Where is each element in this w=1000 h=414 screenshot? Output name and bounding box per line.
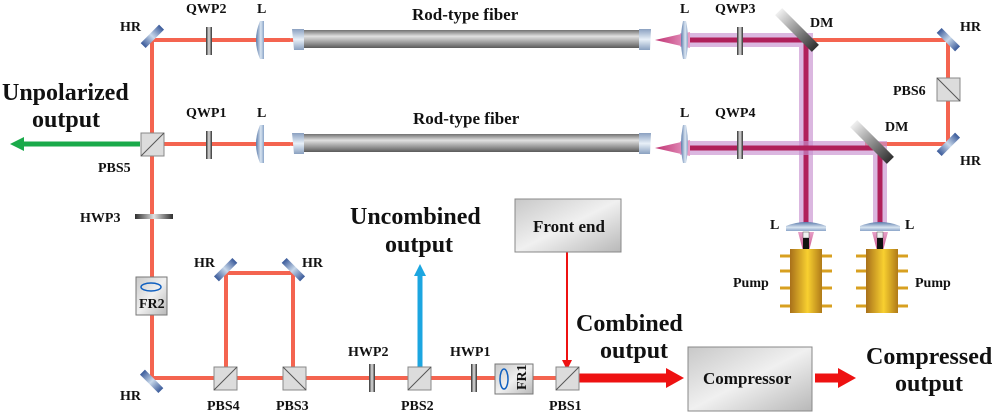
label-pump-left: Pump xyxy=(733,276,769,291)
lens-pump-right xyxy=(860,222,900,231)
label-compressor: Compressor xyxy=(703,369,792,388)
hr-mirror-top-right xyxy=(936,27,961,52)
hr-mirror-bottom-left xyxy=(139,369,164,394)
rotation-icon xyxy=(140,282,162,292)
label-pbs2: PBS2 xyxy=(401,399,434,414)
label-uncombined-output-2: output xyxy=(385,232,453,258)
label-lens-mid-left: L xyxy=(257,106,266,121)
uncombined-arrowhead xyxy=(414,264,426,276)
label-hr-right-lower: HR xyxy=(960,154,982,169)
label-fr2: FR2 xyxy=(139,297,165,312)
label-pbs6: PBS6 xyxy=(893,84,926,99)
pbs1 xyxy=(555,366,580,391)
rod-fiber-bottom xyxy=(292,133,651,154)
pbs6 xyxy=(936,77,961,102)
label-qwp2: QWP2 xyxy=(186,2,226,17)
label-fr1: FR1 xyxy=(515,364,530,390)
hwp3 xyxy=(135,214,173,219)
pbs3 xyxy=(282,366,307,391)
hr-mirror-top-left xyxy=(140,24,165,49)
label-pbs1: PBS1 xyxy=(549,399,582,414)
faraday-rotator-fr1 xyxy=(494,363,534,395)
lens-top-right xyxy=(681,21,688,59)
label-lens-pump-left: L xyxy=(770,218,779,233)
label-uncombined-output-1: Uncombined xyxy=(350,204,481,230)
label-lens-pump-right: L xyxy=(905,218,914,233)
output-arrows xyxy=(10,137,856,388)
label-qwp1: QWP1 xyxy=(186,106,226,121)
label-dm-top: DM xyxy=(810,16,833,31)
qwp3 xyxy=(737,27,743,55)
label-compressed-output-2: output xyxy=(895,371,963,397)
label-hr-loop-right: HR xyxy=(302,256,324,271)
qwp2 xyxy=(206,27,212,55)
label-compressed-output-1: Compressed xyxy=(866,344,993,370)
label-pbs5: PBS5 xyxy=(98,161,131,176)
lens-pump-left xyxy=(786,222,826,231)
beam-front-end-arrowhead xyxy=(562,360,572,370)
label-front-end: Front end xyxy=(533,217,605,236)
beam-focus-mid-left xyxy=(262,142,294,146)
dichroic-mirror-top xyxy=(775,8,819,52)
compressor-box xyxy=(687,346,813,412)
hwp1 xyxy=(471,364,477,392)
label-dm-bottom: DM xyxy=(885,120,908,135)
pump-right xyxy=(856,231,908,313)
label-pump-right: Pump xyxy=(915,276,951,291)
label-combined-output-2: output xyxy=(600,338,668,364)
pbs5 xyxy=(140,132,165,157)
hr-mirror-loop-left xyxy=(213,257,238,282)
qwp1 xyxy=(206,131,212,159)
faraday-rotator-fr2 xyxy=(135,276,168,316)
dichroic-mirror-bottom xyxy=(850,120,894,164)
label-pbs4: PBS4 xyxy=(207,399,240,414)
beam-focus-top-left xyxy=(262,38,294,42)
label-pbs3: PBS3 xyxy=(276,399,309,414)
label-hwp3: HWP3 xyxy=(80,211,120,226)
pbs2 xyxy=(407,366,432,391)
label-hwp2: HWP2 xyxy=(348,345,388,360)
rod-fiber-top xyxy=(292,29,651,50)
label-qwp4: QWP4 xyxy=(715,106,755,121)
label-lens-top-right: L xyxy=(680,2,689,17)
pump-left xyxy=(780,231,832,313)
hwp2 xyxy=(369,364,375,392)
label-unpolarized-output-2: output xyxy=(32,107,100,133)
lens-top-left xyxy=(256,21,264,59)
beam-delay-loop xyxy=(224,271,295,378)
unpolarized-arrowhead xyxy=(10,137,24,151)
label-rod-fiber-top: Rod-type fiber xyxy=(412,5,519,24)
label-hr-bottom-left: HR xyxy=(120,389,142,404)
hr-mirror-loop-right xyxy=(281,257,306,282)
combined-arrowhead xyxy=(666,368,684,388)
label-lens-top-left: L xyxy=(257,2,266,17)
label-unpolarized-output-1: Unpolarized xyxy=(2,80,129,106)
rotation-icon xyxy=(499,368,509,390)
hr-mirror-right-lower xyxy=(936,132,961,157)
lens-mid-left xyxy=(256,125,264,163)
qwp4 xyxy=(737,131,743,159)
beam-right-loop xyxy=(800,38,950,146)
compressed-arrowhead xyxy=(838,368,856,388)
pbs4 xyxy=(213,366,238,391)
label-rod-fiber-bottom: Rod-type fiber xyxy=(413,109,520,128)
front-end-box xyxy=(514,198,622,253)
label-hwp1: HWP1 xyxy=(450,345,490,360)
label-hr-loop-left: HR xyxy=(194,256,216,271)
label-combined-output-1: Combined xyxy=(576,311,683,337)
label-lens-mid-right: L xyxy=(680,106,689,121)
label-hr-top-right: HR xyxy=(960,20,982,35)
lens-mid-right xyxy=(681,125,688,163)
label-hr-top-left: HR xyxy=(120,20,142,35)
label-qwp3: QWP3 xyxy=(715,2,755,17)
